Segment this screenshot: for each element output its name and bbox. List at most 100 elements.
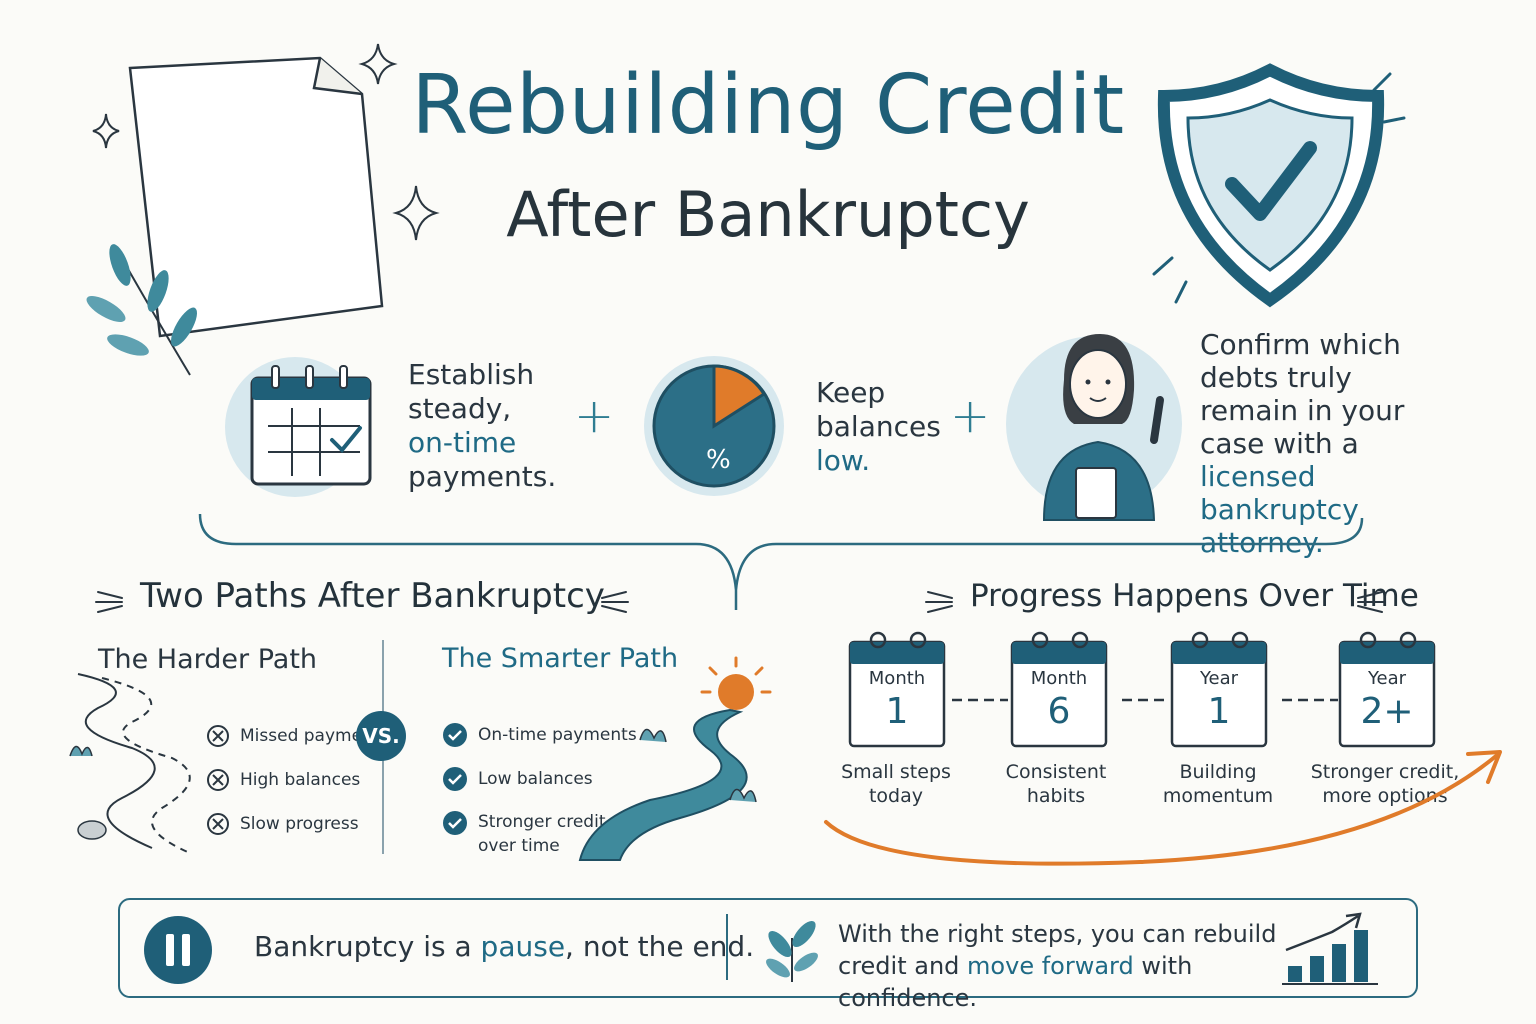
step-1-line: steady, [408, 392, 512, 425]
milestone-caption: Stronger credit, more options [1300, 760, 1470, 808]
milestone-text: Month 1 [850, 652, 944, 756]
milestone-caption-line: more options [1322, 785, 1448, 807]
check-circle-icon [443, 811, 467, 835]
step-1-accent: on-time [408, 426, 517, 459]
footer-right-post: with confidence. [838, 952, 1193, 1012]
milestone-value: 1 [885, 691, 909, 732]
milestone-label: Year [1367, 668, 1407, 689]
harder-item-label: Slow progress [240, 814, 359, 834]
step-3-line: remain in your [1200, 394, 1405, 427]
footer-right-line: With the right steps, you can rebuild [838, 920, 1277, 948]
emphasis-marks-icon [601, 591, 629, 613]
milestone-value: 1 [1207, 691, 1231, 732]
smarter-item: Low balances [442, 766, 637, 792]
sprout-icon [766, 920, 818, 982]
step-1-line: payments. [408, 460, 557, 493]
milestone-caption-line: momentum [1162, 785, 1274, 807]
check-circle-icon [443, 723, 467, 747]
emphasis-marks-icon [925, 591, 953, 613]
calendar-icon [1338, 631, 1436, 748]
footer-right-accent: move forward [967, 952, 1134, 980]
smarter-path-title: The Smarter Path [442, 643, 679, 674]
timeline-connector [952, 698, 1338, 702]
step-1-line: Establish [408, 358, 535, 391]
x-circle-icon [207, 769, 229, 791]
winding-road-icon [69, 673, 193, 855]
two-paths-title: Two Paths After Bankruptcy [140, 576, 605, 616]
step-3-line: debts truly [1200, 361, 1352, 394]
milestone-label: Year [1199, 668, 1239, 689]
leaf-branch-icon [86, 244, 197, 376]
milestone-value: 2+ [1360, 691, 1414, 732]
shield-check-icon [1152, 63, 1406, 308]
calendar-icon [848, 631, 946, 748]
pie-percent-icon: % [644, 356, 784, 496]
milestone-caption-line: Stronger credit, [1310, 761, 1460, 783]
step-3-line: Confirm which [1200, 328, 1401, 361]
milestone-caption: Consistent habits [976, 760, 1136, 808]
harder-item: Slow progress [206, 812, 388, 836]
milestone-text: Month 6 [1012, 652, 1106, 756]
sparkle-icon [392, 185, 440, 241]
smarter-item-label: Low balances [478, 769, 593, 789]
sparkle-icon [358, 43, 398, 85]
milestone-caption: Small steps today [816, 760, 976, 808]
milestone-caption-line: Building [1179, 761, 1257, 783]
step-2-text: Keep balances low. [816, 376, 956, 478]
footer-banner [118, 898, 1418, 998]
sparkle-icon [92, 113, 120, 149]
emphasis-marks-icon [1357, 591, 1385, 613]
smarter-item-label: Stronger credit [478, 812, 606, 832]
plus-sign: + [574, 388, 615, 444]
step-3-line: case with a [1200, 427, 1359, 460]
step-3-text: Confirm which debts truly remain in your… [1200, 328, 1450, 559]
advisor-icon [1006, 334, 1182, 521]
step-3-accent: attorney. [1200, 526, 1324, 559]
milestone-caption: Building momentum [1138, 760, 1298, 808]
step-3-accent: licensed bankruptcy [1200, 460, 1359, 526]
smarter-item: On-time payments [442, 722, 637, 748]
footer-left-post: , not the end. [565, 930, 755, 963]
milestone-text: Year 2+ [1340, 652, 1434, 756]
milestone-caption-line: Consistent [1005, 761, 1107, 783]
x-circle-icon [207, 813, 229, 835]
growth-arrow-icon [824, 750, 1502, 866]
smarter-item-label: On-time payments [478, 725, 637, 745]
milestone-caption-line: habits [1026, 785, 1086, 807]
harder-item: Missed payments [206, 724, 388, 748]
harder-item-label: Missed payments [240, 726, 389, 746]
calendar-icon [1010, 631, 1108, 748]
milestone-text: Year 1 [1172, 652, 1266, 756]
step-2-line: balances [816, 410, 941, 443]
calendar-check-icon [225, 357, 372, 497]
check-circle-icon [443, 767, 467, 791]
footer-right-text: With the right steps, you can rebuild cr… [838, 918, 1278, 1014]
milestone-value: 6 [1047, 691, 1071, 732]
pause-icon [144, 916, 212, 984]
harder-item-label: High balances [240, 770, 361, 790]
step-2-line: Keep [816, 376, 886, 409]
plus-sign: + [950, 388, 991, 444]
smarter-item: Stronger credit over time [442, 810, 637, 858]
x-circle-icon [207, 725, 229, 747]
step-2-accent: low. [816, 444, 871, 477]
harder-item: High balances [206, 768, 388, 792]
milestone-caption-line: today [868, 785, 924, 807]
milestone-caption-line: Small steps [841, 761, 951, 783]
harder-path-list: Missed payments High balances Slow progr… [206, 724, 388, 836]
calendar-icon [1170, 631, 1268, 748]
footer-left-accent: pause [480, 930, 566, 963]
page-subtitle: After Bankruptcy [506, 178, 1030, 251]
harder-path-title: The Harder Path [98, 644, 318, 675]
progress-title: Progress Happens Over Time [970, 578, 1419, 614]
milestone-label: Month [868, 668, 926, 689]
step-1-text: Establish steady, on-time payments. [408, 358, 568, 494]
svg-text:%: % [706, 445, 731, 475]
emphasis-marks-icon [95, 591, 123, 613]
vs-badge: VS. [356, 711, 406, 761]
footer-divider [726, 914, 728, 980]
footer-right-pre: credit and [838, 952, 960, 980]
footer-left-text: Bankruptcy is a pause, not the end. [254, 930, 754, 963]
river-sun-icon [578, 656, 772, 861]
page-title: Rebuilding Credit [411, 58, 1125, 153]
